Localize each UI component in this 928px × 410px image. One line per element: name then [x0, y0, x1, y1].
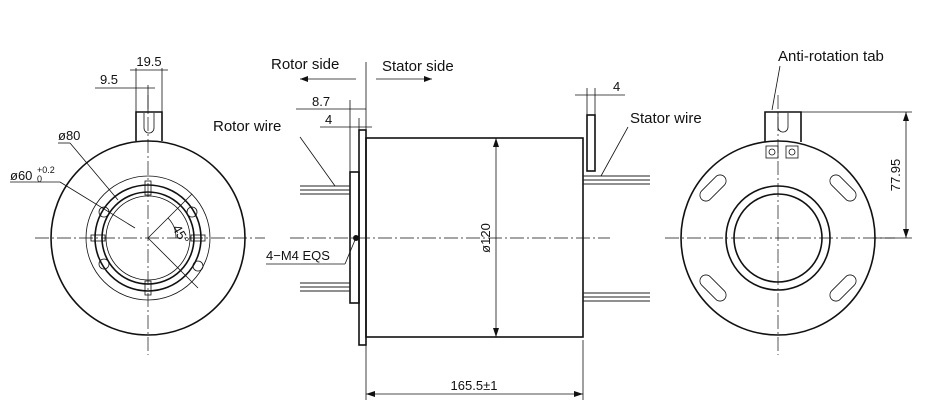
rotor-ring [358, 129, 367, 346]
thread-holes-note: 4−M4 EQS [266, 248, 330, 263]
body-length-dim: 165.5±1 [451, 378, 498, 393]
left-bolt-hole-2 [186, 206, 198, 218]
left-tab-slot [143, 113, 155, 134]
left-flange-circle [94, 184, 202, 292]
rotor-wire-label: Rotor wire [213, 118, 281, 135]
tab-offset-dim: 9.5 [100, 72, 118, 87]
tab-height-dim: 77.95 [888, 159, 903, 192]
right-view: Anti-rotation tab 77.95 [665, 48, 912, 355]
left-bore-circle [101, 191, 195, 285]
rotor-flange-dim: 8.7 [312, 94, 330, 109]
stator-wire-label: Stator wire [630, 110, 702, 127]
left-outer-circle [50, 140, 246, 336]
left-flange-notch-right [190, 234, 206, 242]
bore-tol-upper: +0.2 [37, 165, 55, 175]
left-flange-notch-left [90, 234, 106, 242]
rotor-side-label: Rotor side [271, 56, 339, 73]
left-bore-inner-circle [105, 195, 191, 281]
left-view: 19.5 9.5 ø80 ø60 +0.2 0 45° [10, 54, 265, 355]
left-flange-notch-top [144, 180, 152, 196]
stator-tab-thk-dim: 4 [613, 79, 620, 94]
bore-tol-lower: 0 [37, 174, 42, 184]
right-slot-4 [829, 274, 857, 302]
tab-width-dim: 19.5 [136, 54, 161, 69]
anti-rotation-tab-label: Anti-rotation tab [778, 48, 884, 65]
stator-tab [586, 114, 596, 172]
left-top-tab [135, 111, 163, 141]
right-bore-inner [733, 193, 823, 283]
left-flange-notch-bottom [144, 280, 152, 296]
right-slot-1 [699, 174, 727, 202]
right-slot-2 [829, 174, 857, 202]
rotor-flange-thk-dim: 4 [325, 112, 332, 127]
anti-rotation-tab [764, 111, 802, 142]
angle-dim: 45° [169, 222, 192, 247]
right-bore-outer [725, 185, 831, 291]
bolt-circle-dim: ø80 [58, 128, 80, 143]
left-bolt-hole-3 [98, 258, 110, 270]
stator-side-label: Stator side [382, 58, 454, 75]
right-slot-3 [699, 274, 727, 302]
bore-dim: ø60 [10, 168, 32, 183]
left-bolt-hole-4 [192, 260, 204, 272]
side-view: Rotor side Stator side 8.7 4 4 Rotor wir… [213, 56, 702, 400]
left-bolt-circle [85, 175, 211, 301]
side-body [365, 137, 584, 338]
body-diameter-dim: ø120 [478, 223, 493, 253]
